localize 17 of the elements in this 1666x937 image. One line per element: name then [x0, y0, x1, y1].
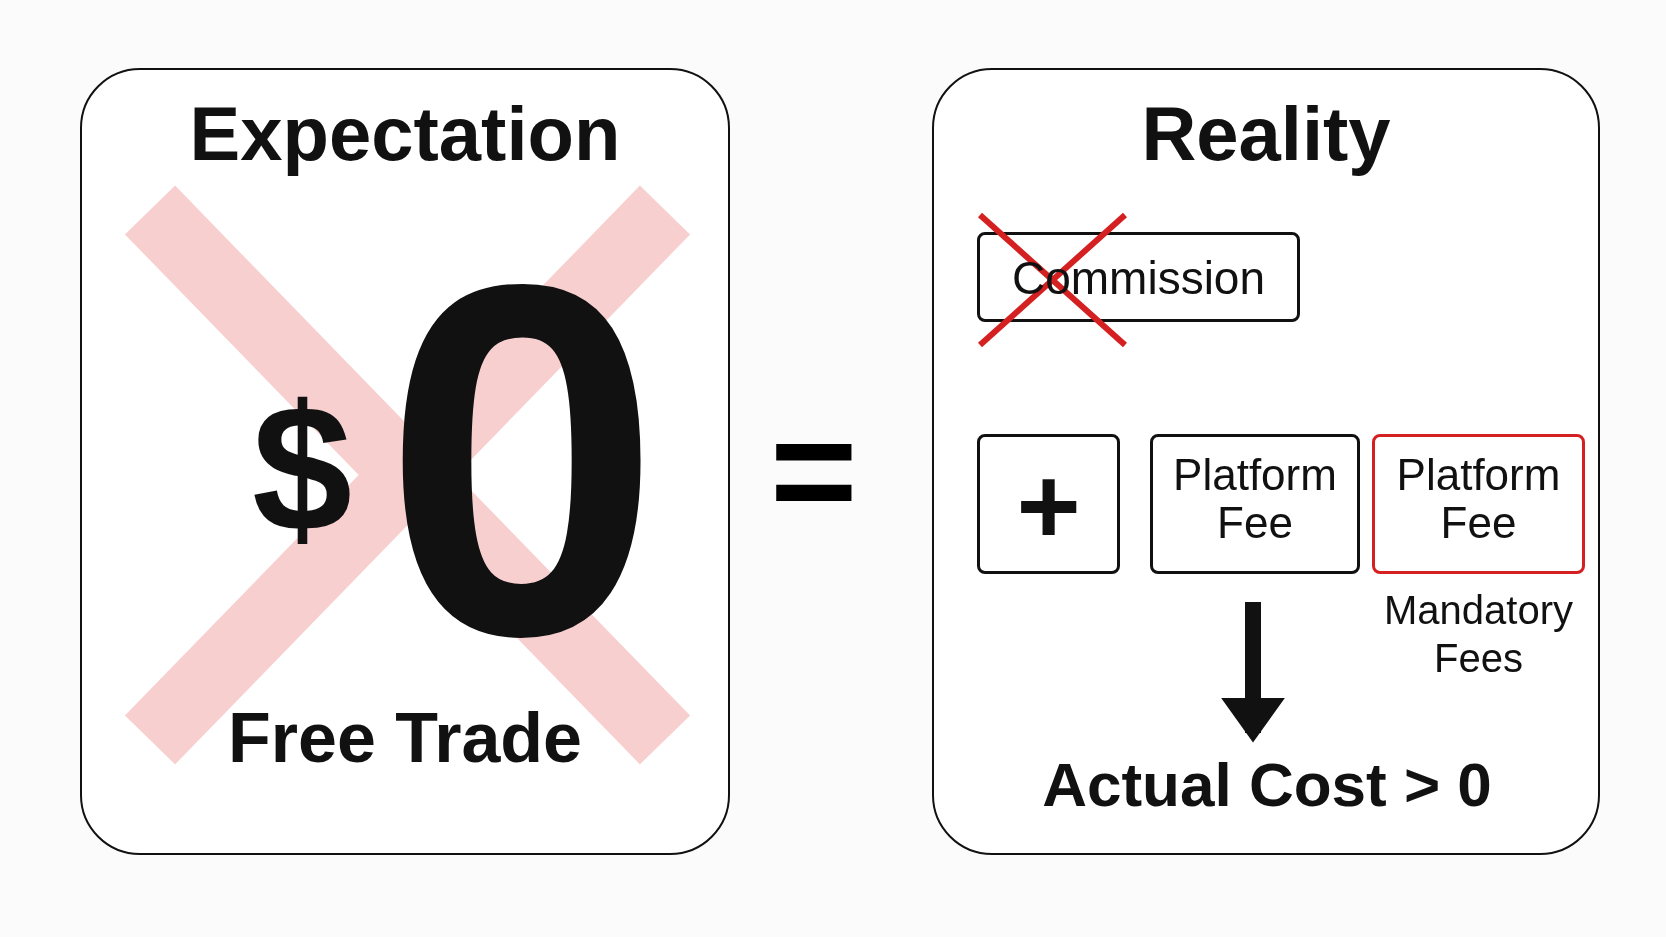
equals-sign: =	[770, 395, 858, 545]
caption-text: Free Trade	[226, 700, 584, 777]
note-text: Mandatory Fees	[1383, 587, 1574, 682]
panel-title: Expectation	[188, 92, 622, 176]
plus-box	[977, 434, 1120, 574]
arrow	[1221, 602, 1285, 743]
panel-title: Reality	[1140, 92, 1392, 176]
fee-box	[1150, 434, 1360, 574]
plus-sign: +	[1015, 445, 1082, 566]
box-text: Platform Fee	[1172, 451, 1338, 548]
fee-box	[1372, 434, 1585, 574]
reality-panel	[932, 68, 1600, 855]
box-text: Platform Fee	[1395, 451, 1562, 548]
zero-digit: 0	[381, 235, 663, 685]
expectation-panel	[80, 68, 730, 855]
result-text: Actual Cost > 0	[1041, 751, 1493, 820]
dollar-sign: $	[250, 370, 354, 568]
